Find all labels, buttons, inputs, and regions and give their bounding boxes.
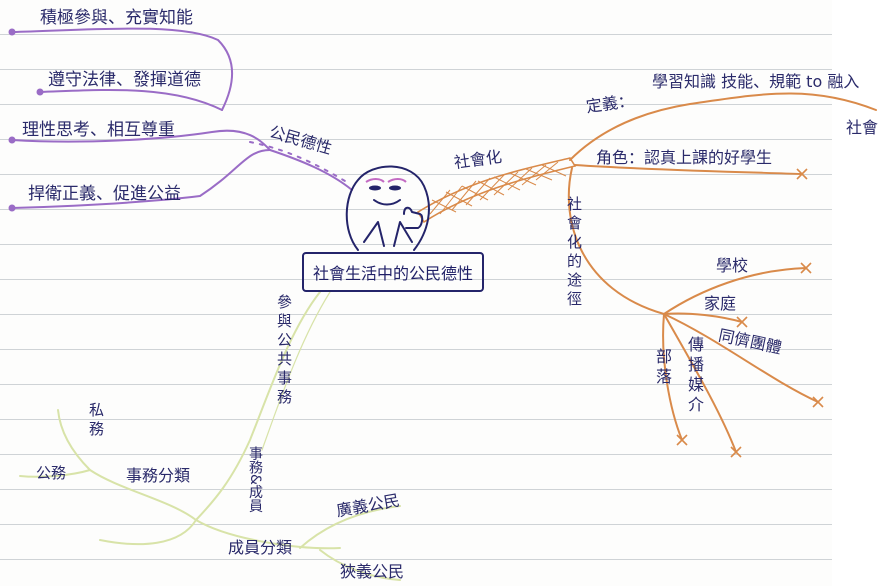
affairs-members-label: 事務&成員	[247, 446, 263, 513]
civic-item-3: 理性思考、相互尊重	[22, 120, 175, 140]
leaf-dot-2	[36, 88, 44, 96]
affairs-classification: 事務分類	[126, 466, 191, 485]
branch-public-trunk	[195, 291, 321, 521]
branch-channels	[567, 167, 665, 315]
page-edge	[832, 0, 886, 586]
mascot-body	[363, 221, 413, 247]
branch-civic-trunk	[269, 149, 353, 191]
branch-school	[663, 267, 807, 315]
mascot-brow-left	[365, 178, 385, 183]
branch-members	[195, 519, 341, 550]
public-affairs-item: 公務	[36, 464, 67, 482]
member-classification: 成員分類	[228, 538, 293, 557]
branch-civic-3	[11, 129, 271, 151]
civic-item-2: 遵守法律、發揮道德	[48, 70, 201, 90]
central-topic: 社會生活中的公民德性	[302, 252, 484, 292]
channel-school: 學校	[716, 256, 749, 275]
mascot-eye-left	[369, 185, 381, 191]
branch-civic-trunk2	[249, 141, 351, 185]
channel-tribe: 部落	[653, 348, 672, 388]
branch-broad	[299, 505, 401, 549]
mascot-thumb	[403, 206, 424, 229]
channel-media: 傳播媒介	[685, 336, 704, 416]
branch-public-trunk2	[261, 291, 331, 451]
mascot-outline	[345, 165, 430, 251]
mascot-smile	[373, 199, 401, 206]
branch-media	[663, 313, 737, 453]
leaf-dot-1	[8, 28, 16, 36]
public-affairs-label: 參與公共事務	[275, 294, 293, 408]
leaf-dot-3	[8, 136, 16, 144]
branch-public-item	[19, 469, 91, 478]
civic-item-1: 積極參與、充實知能	[40, 8, 193, 28]
channel-family: 家庭	[704, 294, 737, 313]
branch-narrow	[319, 549, 401, 581]
mascot-eye-right	[389, 185, 401, 191]
mascot-brow-right	[387, 178, 407, 183]
role-text: 角色：認真上課的好學生	[596, 148, 773, 167]
branch-civic-2	[39, 88, 223, 111]
civic-item-4: 捍衛正義、促進公益	[28, 184, 181, 204]
branch-role	[574, 164, 803, 175]
central-topic-label: 社會生活中的公民德性	[312, 264, 473, 283]
branch-civic-4	[11, 149, 271, 209]
narrow-citizen: 狹義公民	[340, 562, 405, 581]
branch-family	[663, 312, 743, 323]
definition-text: 學習知識 技能、規範 to 融入	[652, 72, 860, 91]
definition-text-cont: 社會	[846, 118, 879, 137]
branch-tribe	[662, 313, 683, 441]
branch-affairs	[57, 409, 197, 521]
character-mascot	[345, 165, 430, 251]
branch-lower-left	[99, 519, 197, 546]
branch-civic-1	[11, 27, 233, 111]
private-affairs: 私務	[87, 402, 105, 440]
leaf-dot-4	[8, 204, 16, 212]
channels-label: 社會化的途徑	[565, 196, 583, 310]
branch-definition	[569, 92, 877, 161]
branch-peers	[663, 313, 819, 403]
